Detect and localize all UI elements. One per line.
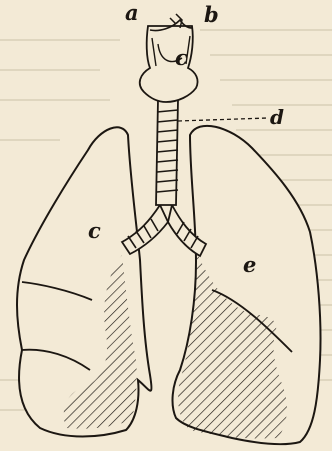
label-b: b — [204, 4, 219, 25]
label-e: e — [243, 254, 256, 275]
trachea — [156, 100, 178, 205]
label-c-larynx: c — [175, 47, 188, 68]
label-c-right-lung: c — [88, 220, 101, 241]
label-d: d — [270, 107, 284, 127]
larynx — [140, 14, 198, 102]
label-d-leader — [178, 118, 268, 121]
label-a: a — [125, 2, 139, 23]
